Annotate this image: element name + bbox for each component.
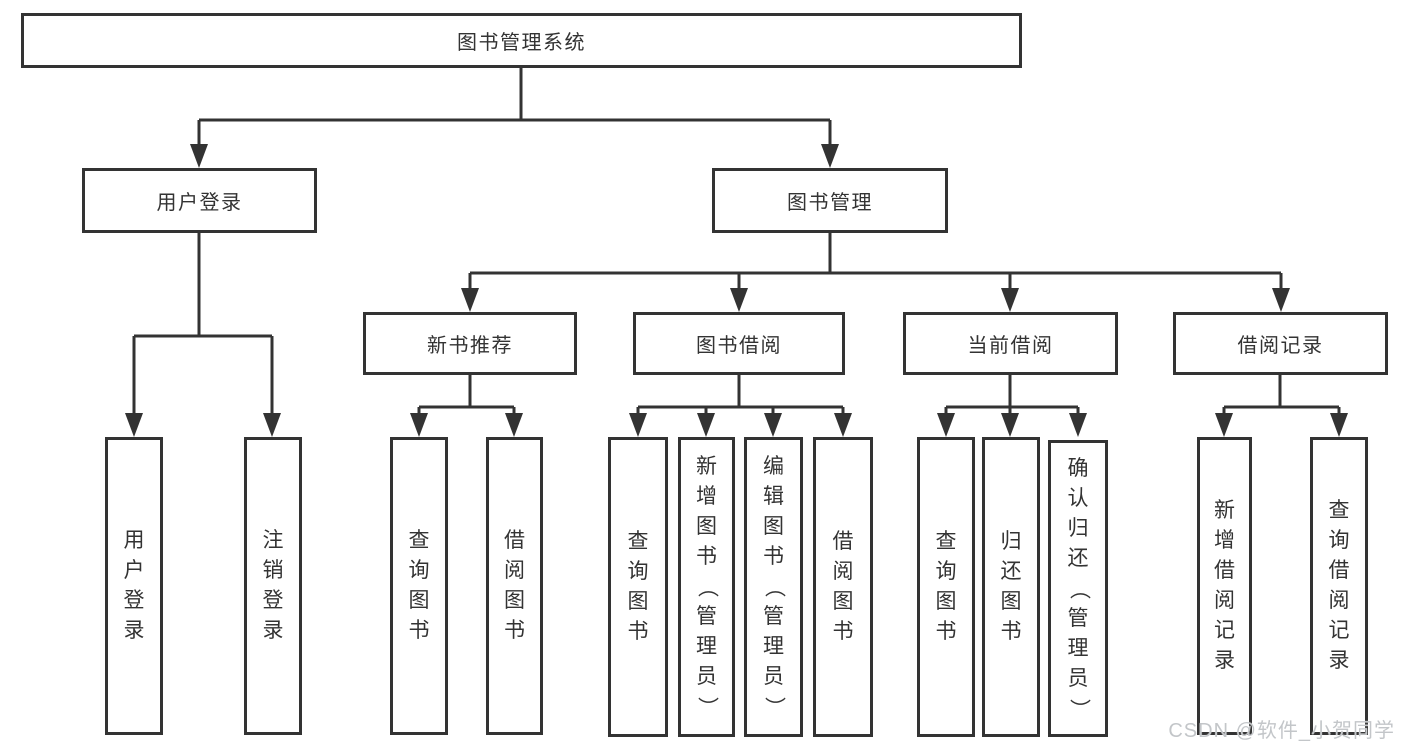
node-label: 新书推荐: [427, 335, 513, 357]
node-label: 当前借阅: [967, 335, 1054, 357]
node-label: 图书借阅: [696, 335, 782, 357]
node-library-management-system: 图书管理系统: [21, 13, 1022, 68]
node-book-management: 图书管理: [712, 168, 948, 233]
node-label: 图书管理系统: [457, 32, 586, 54]
leaf-return-books: 归还图书: [982, 437, 1040, 737]
node-label: 图书管理: [787, 192, 873, 214]
node-new-book-recommend: 新书推荐: [363, 312, 577, 375]
leaf-query-books-recommend: 查询图书: [390, 437, 448, 735]
leaf-edit-book-admin: 编辑图书（管理员）: [744, 437, 803, 737]
leaf-user-login: 用户登录: [105, 437, 163, 735]
leaf-query-books-borrowing: 查询图书: [608, 437, 668, 737]
leaf-add-book-admin: 新增图书（管理员）: [678, 437, 735, 737]
leaf-borrow-books-recommend: 借阅图书: [486, 437, 543, 735]
leaf-confirm-return-admin: 确认归还（管理员）: [1048, 440, 1108, 737]
node-current-borrowing: 当前借阅: [903, 312, 1118, 375]
csdn-watermark: CSDN @软件_小贺同学: [1168, 720, 1395, 742]
leaf-logout: 注销登录: [244, 437, 302, 735]
node-book-borrowing: 图书借阅: [633, 312, 845, 375]
node-label: 用户登录: [156, 192, 243, 214]
leaf-borrow-books-borrowing: 借阅图书: [813, 437, 873, 737]
leaf-query-borrow-record: 查询借阅记录: [1310, 437, 1368, 735]
leaf-query-books-current: 查询图书: [917, 437, 975, 737]
node-label: 借阅记录: [1237, 335, 1324, 357]
leaf-add-borrow-record: 新增借阅记录: [1197, 437, 1252, 735]
node-user-login: 用户登录: [82, 168, 317, 233]
node-borrow-records: 借阅记录: [1173, 312, 1388, 375]
